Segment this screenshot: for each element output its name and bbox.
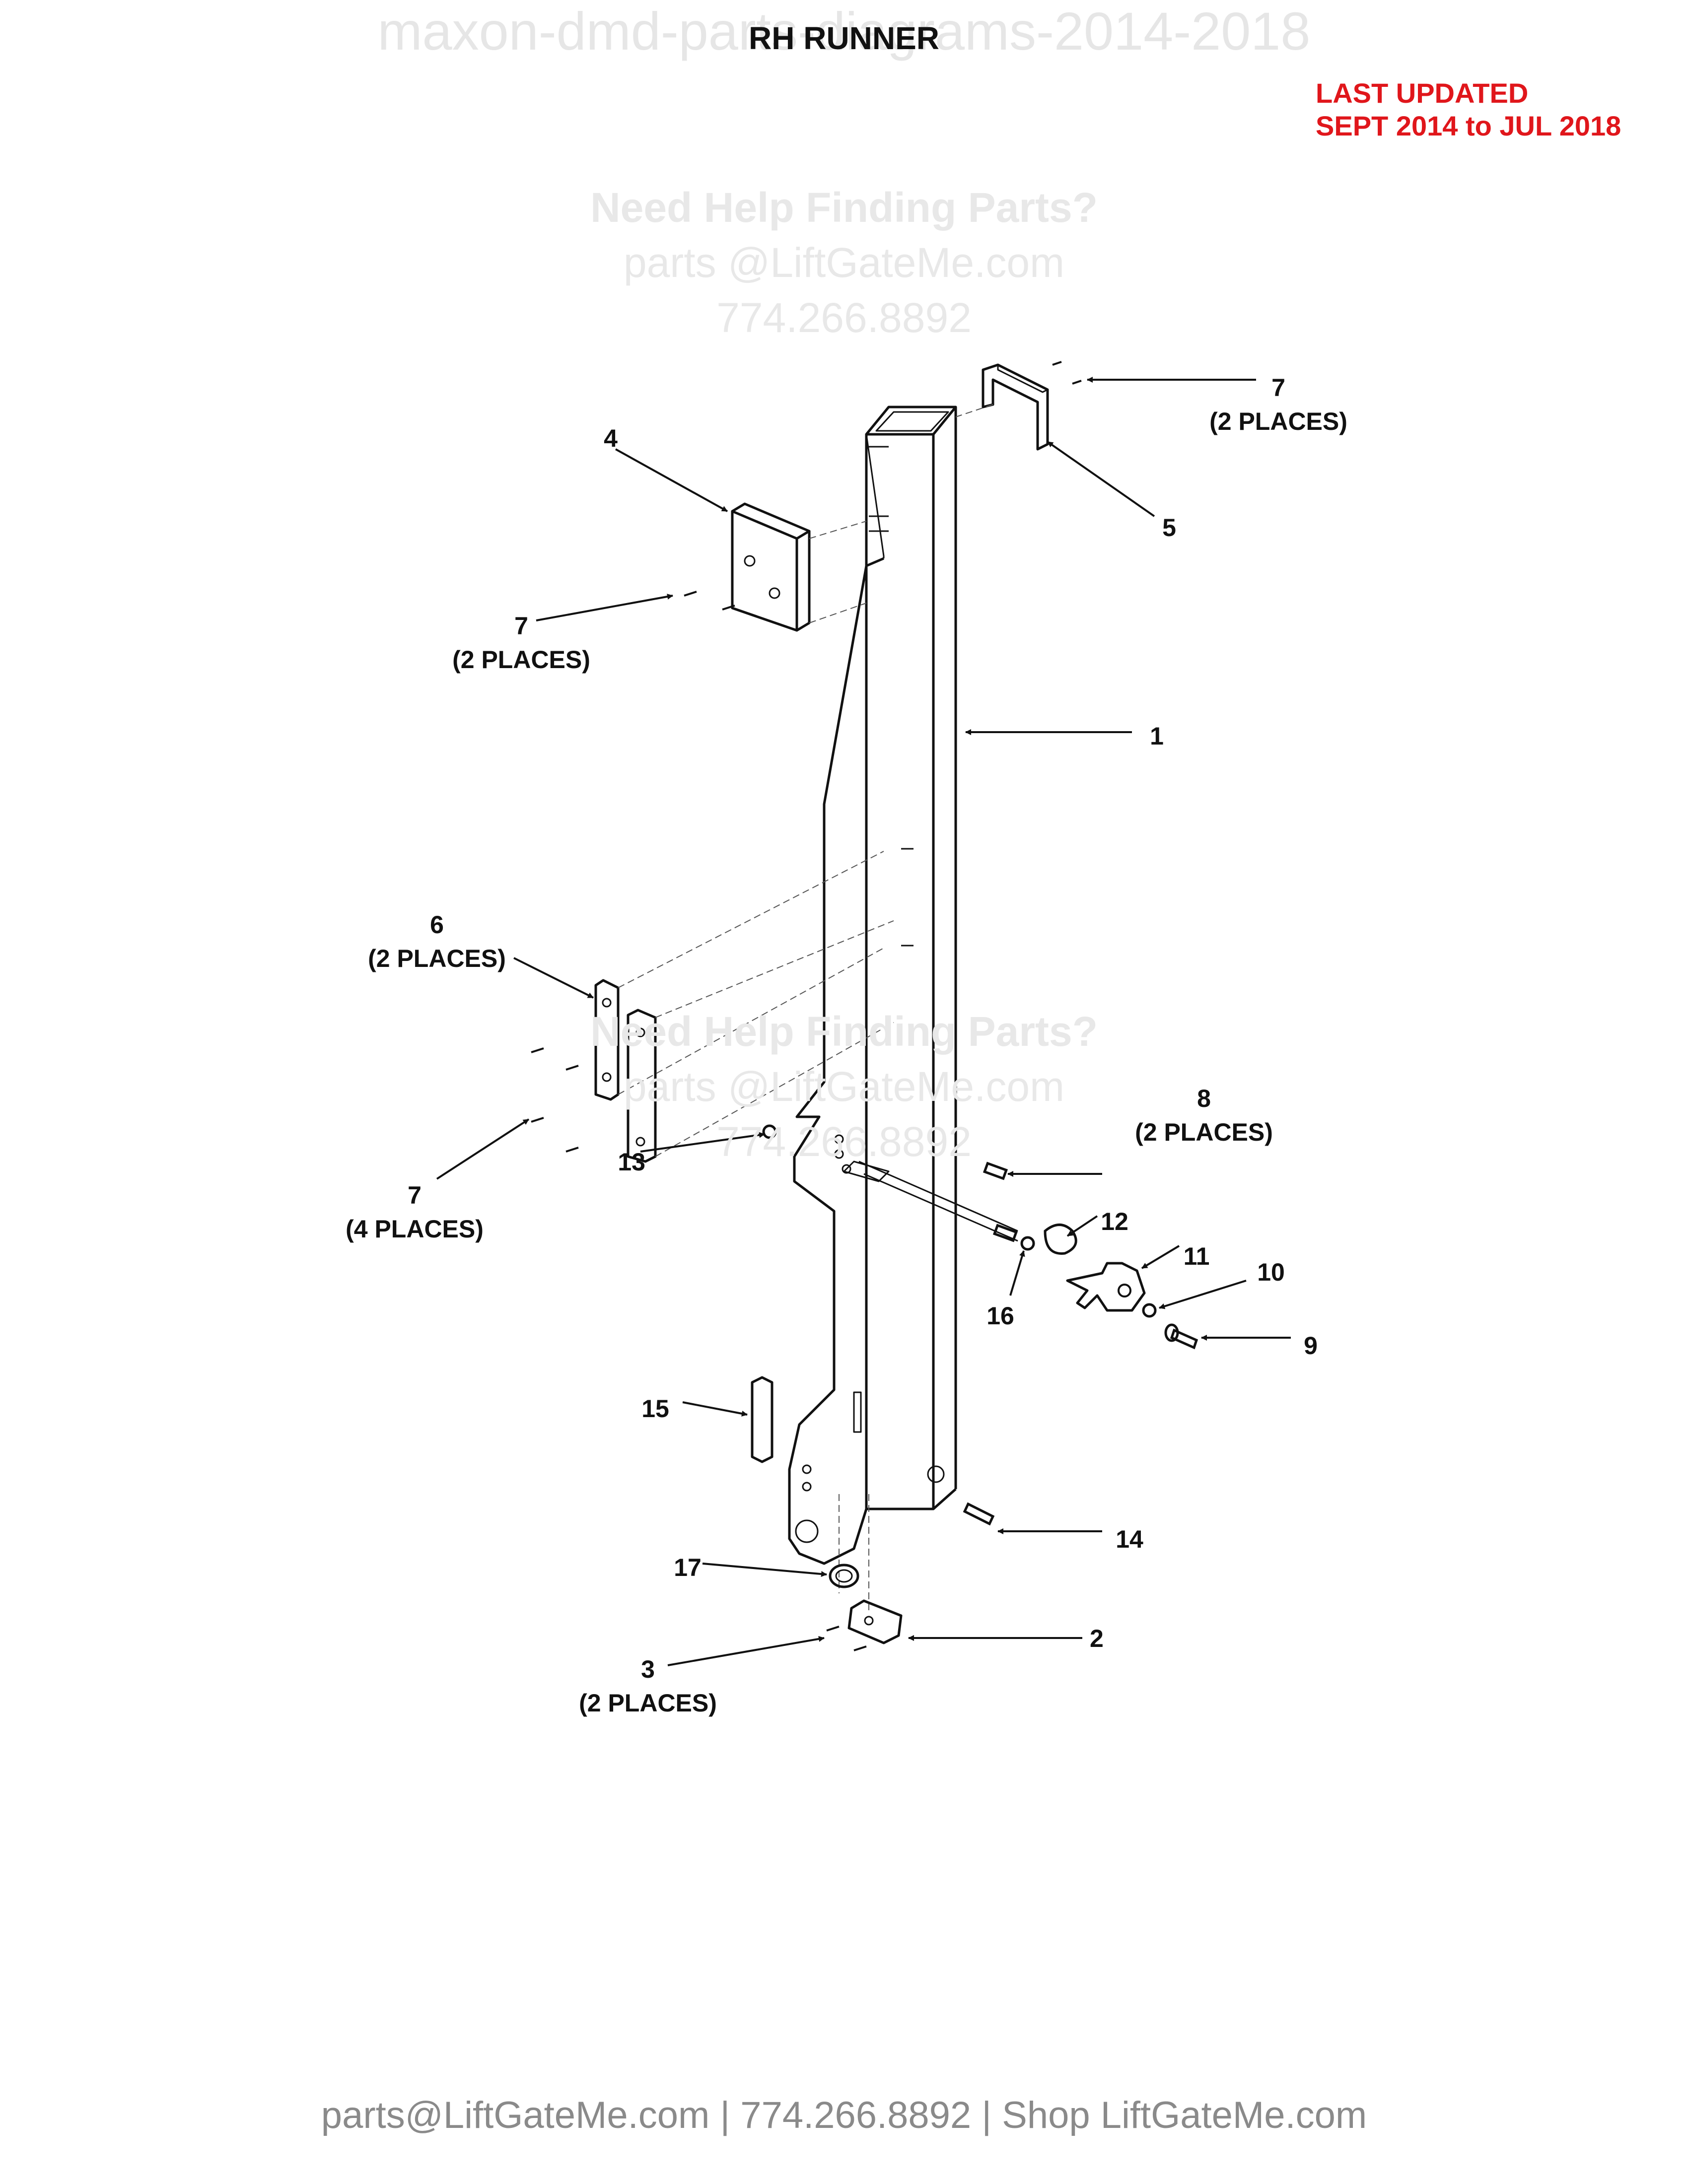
- callout-3: 3: [641, 1655, 655, 1683]
- help-watermark-email-2: parts @LiftGateMe.com: [623, 1063, 1065, 1110]
- callout-6: 6: [430, 911, 444, 939]
- help-watermark-middle: Need Help Finding Parts? parts @LiftGate…: [0, 1008, 1688, 1166]
- last-updated-line1: LAST UPDATED: [1316, 77, 1529, 109]
- callout-15: 15: [641, 1395, 669, 1423]
- callout-8: 8: [1197, 1085, 1211, 1112]
- help-watermark-top: Need Help Finding Parts? parts @LiftGate…: [0, 184, 1688, 342]
- leader-10: [1159, 1280, 1247, 1309]
- screws-top: [1052, 361, 1082, 385]
- callout-14: 14: [1116, 1525, 1143, 1553]
- plate-part-4: [731, 502, 811, 632]
- leader-6: [513, 957, 594, 999]
- tube-bottom-hole: [927, 1465, 945, 1483]
- leader-lines: [436, 377, 1291, 1666]
- callout-10: 10: [1257, 1258, 1285, 1286]
- pin-hole-1: [834, 1149, 844, 1159]
- callout-7-mid: 7: [514, 612, 528, 640]
- callout-11: 11: [1184, 1242, 1210, 1270]
- leader-7-mid: [536, 594, 673, 621]
- side-plate-outline: [788, 557, 884, 1565]
- alignment-lines: [618, 404, 993, 1613]
- help-watermark-phone: 774.266.8892: [716, 294, 972, 341]
- callout-labels: 7 (2 PLACES) 4 5 7 (2 PLACES) 1 6 (2 PLA…: [346, 374, 1347, 1717]
- callout-7-top: 7: [1271, 374, 1285, 402]
- leader-17: [702, 1563, 827, 1577]
- callout-7-top-note: (2 PLACES): [1209, 408, 1347, 435]
- help-watermark-heading: Need Help Finding Parts?: [590, 184, 1098, 231]
- pin-hole-2: [842, 1164, 851, 1174]
- last-updated-note: LAST UPDATED SEPT 2014 to JUL 2018: [1316, 77, 1621, 142]
- last-updated-line2: SEPT 2014 to JUL 2018: [1316, 110, 1621, 141]
- screws-part-3: [826, 1626, 867, 1651]
- leader-7-low: [436, 1118, 530, 1180]
- bracket-part-5: [982, 363, 1049, 451]
- leader-3: [667, 1636, 825, 1666]
- tube-top-slots: [869, 446, 889, 532]
- callout-17: 17: [674, 1554, 702, 1581]
- help-watermark-email: parts @LiftGateMe.com: [623, 239, 1065, 286]
- callout-6-note: (2 PLACES): [368, 945, 506, 972]
- wearpad-part-2: [847, 1599, 903, 1644]
- pin-hole-3: [834, 1134, 844, 1144]
- small-hole-2: [802, 1482, 812, 1492]
- page-title: RH RUNNER: [749, 20, 939, 56]
- callout-16: 16: [986, 1302, 1014, 1330]
- pins-part-8: [858, 1160, 1018, 1242]
- leader-16: [1009, 1250, 1025, 1296]
- leader-13: [640, 1132, 765, 1153]
- runner-body: [788, 406, 957, 1565]
- callout-2: 2: [1090, 1625, 1104, 1652]
- callout-5: 5: [1162, 514, 1176, 542]
- leader-4: [615, 448, 728, 512]
- footer-contact: parts@LiftGateMe.com | 774.266.8892 | Sh…: [321, 2094, 1367, 2136]
- callout-7-mid-note: (2 PLACES): [452, 646, 590, 674]
- washer-part-16: [1020, 1236, 1035, 1251]
- screws-pads: [531, 1047, 579, 1153]
- tube-bottom: [866, 1488, 957, 1510]
- washer-part-10: [1142, 1303, 1157, 1318]
- callout-8-note: (2 PLACES): [1135, 1118, 1273, 1146]
- tube-mid-slots: [901, 848, 914, 947]
- tube-top-inner: [875, 411, 949, 432]
- leader-11: [1141, 1245, 1180, 1269]
- leader-12: [1066, 1215, 1098, 1237]
- watermark-filename: maxon-dmd-parts-diagrams-2014-2018: [377, 1, 1311, 61]
- help-watermark-phone-2: 774.266.8892: [716, 1118, 972, 1165]
- leader-15: [682, 1401, 748, 1417]
- pivot-hole: [795, 1519, 819, 1543]
- latch-slot: [843, 1160, 890, 1182]
- callout-3-note: (2 PLACES): [579, 1689, 717, 1717]
- callout-4: 4: [604, 424, 618, 452]
- callout-7-low-note: (4 PLACES): [346, 1215, 484, 1243]
- block-part-15: [751, 1376, 774, 1463]
- help-watermark-heading-2: Need Help Finding Parts?: [590, 1008, 1098, 1055]
- lower-slot: [853, 1391, 862, 1433]
- nut-part-13: [762, 1124, 777, 1139]
- spring-part-12: [1044, 1224, 1077, 1255]
- side-plate-top-joint: [865, 434, 885, 558]
- callout-9: 9: [1304, 1332, 1318, 1360]
- small-hole-1: [802, 1464, 812, 1474]
- leader-5: [1047, 441, 1155, 517]
- screws-plate-4: [684, 591, 735, 611]
- callout-7-low: 7: [408, 1181, 422, 1209]
- callout-1: 1: [1150, 722, 1164, 750]
- callout-13: 13: [618, 1148, 645, 1176]
- latch-part-11: [1066, 1262, 1146, 1312]
- bushing-part-17: [829, 1564, 859, 1588]
- bolt-part-9: [1164, 1323, 1198, 1350]
- callout-12: 12: [1101, 1208, 1128, 1235]
- pin-part-14: [963, 1502, 995, 1526]
